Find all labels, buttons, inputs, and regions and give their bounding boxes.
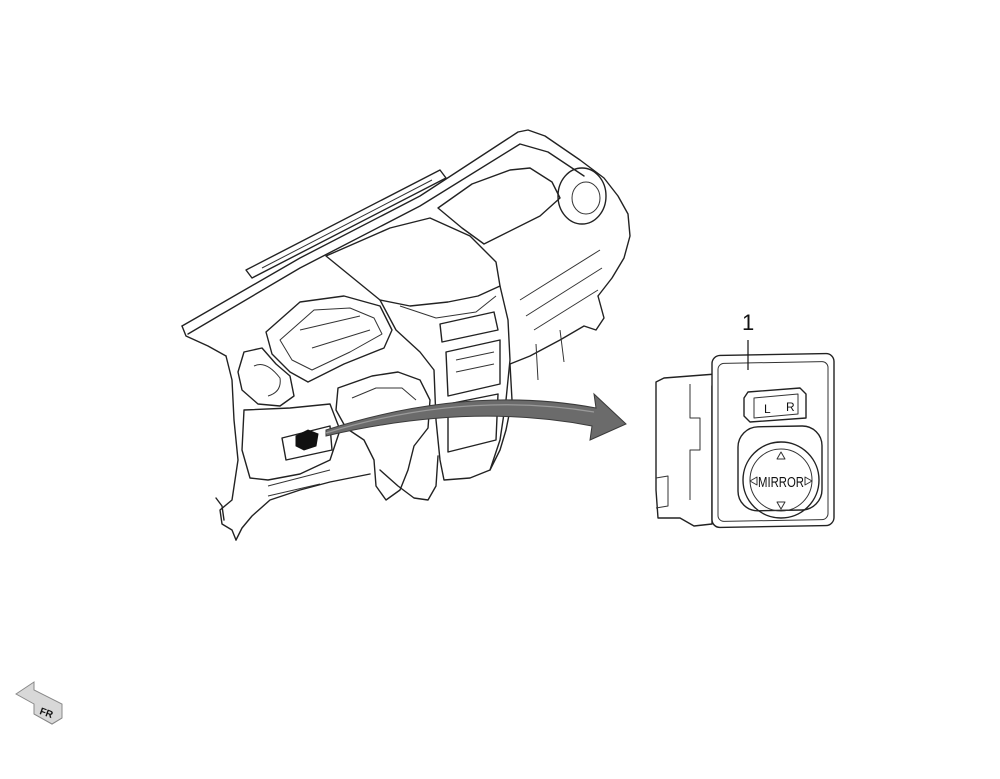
mirror-switch: L R MIRROR bbox=[655, 352, 835, 529]
dashboard-assembly bbox=[181, 129, 631, 541]
down-arrow-icon bbox=[776, 501, 786, 510]
dial-label: MIRROR bbox=[758, 474, 804, 491]
selector-left-label: L bbox=[764, 402, 771, 416]
callout-number: 1 bbox=[742, 310, 754, 335]
left-arrow-icon bbox=[749, 476, 758, 486]
front-label: FR bbox=[38, 706, 55, 721]
part-callout: 1 bbox=[742, 310, 754, 370]
selector-right-label: R bbox=[786, 400, 795, 414]
lr-selector: L R bbox=[743, 387, 807, 423]
right-arrow-icon bbox=[804, 476, 813, 486]
up-arrow-icon bbox=[776, 451, 786, 460]
front-arrow-icon bbox=[15, 681, 63, 725]
switch-location-marker bbox=[295, 429, 319, 451]
location-arrow bbox=[325, 392, 627, 441]
mirror-adjust-dial: MIRROR bbox=[737, 425, 823, 519]
front-orientation-indicator: FR bbox=[15, 681, 63, 725]
